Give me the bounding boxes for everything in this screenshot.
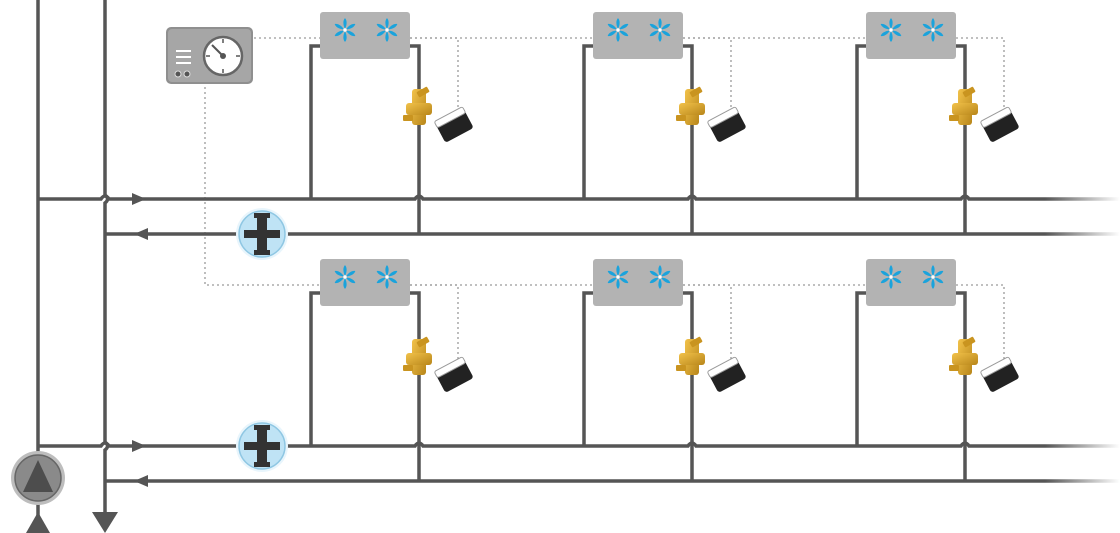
room-controller-icon (166, 27, 253, 84)
fan-coil-unit (320, 12, 410, 59)
floor-2-unit-1-supply-branch (309, 291, 320, 446)
floor-1-supply-header (38, 194, 1045, 201)
fan-coil-unit (593, 259, 683, 306)
signal-wiring-layer (204, 37, 1005, 363)
control-valve-icon (949, 86, 978, 125)
floor-1-return-header-continuation (1045, 232, 1120, 236)
control-valve-icon (403, 86, 432, 125)
flow-arrow-icon (134, 475, 148, 487)
floor-1-unit-3-actuator-signal (956, 37, 1005, 113)
device-layer (11, 12, 1019, 533)
floor-1-unit-1-return-branch (410, 44, 421, 234)
control-valve-icon (403, 336, 432, 375)
control-valve-icon (949, 336, 978, 375)
flow-arrow-icon (134, 228, 148, 240)
floor-1-unit-2-supply-branch (582, 44, 593, 199)
fan-coil-unit (593, 12, 683, 59)
floor-1-unit-3-supply-branch (855, 44, 866, 199)
flow-arrow-icon (92, 512, 118, 533)
flow-arrow-icon (26, 512, 50, 533)
flow-arrow-icon (132, 193, 146, 205)
pipe-network-layer (36, 0, 1120, 533)
valve-actuator-icon (980, 106, 1019, 142)
fan-coil-unit (320, 259, 410, 306)
floor-2-unit-2-return-branch (683, 291, 694, 481)
valve-actuator-icon (434, 356, 473, 392)
valve-actuator-icon (434, 106, 473, 142)
floor-1-supply-header-continuation (1045, 197, 1120, 201)
control-valve-icon (676, 336, 705, 375)
floor-2-unit-3-supply-branch (855, 291, 866, 446)
valve-actuator-icon (707, 106, 746, 142)
floor-2-supply-header-continuation (1045, 444, 1120, 448)
floor-2-return-header-continuation (1045, 479, 1120, 483)
floor-1-unit-2-return-branch (683, 44, 694, 234)
return-riser (103, 0, 110, 512)
floor-1-unit-1-supply-branch (309, 44, 320, 199)
floor-2-unit-2-supply-branch (582, 291, 593, 446)
control-valve-icon (676, 86, 705, 125)
fan-coil-unit (866, 12, 956, 59)
floor-2-unit-1-return-branch (410, 291, 421, 481)
floor-2-unit-3-return-branch (956, 291, 967, 481)
floor-1-unit-3-return-branch (956, 44, 967, 234)
fan-coil-unit (866, 259, 956, 306)
flow-arrow-icon (132, 440, 146, 452)
floor-2-unit-3-actuator-signal (956, 284, 1005, 363)
balancing-valve-icon (236, 208, 288, 260)
pump-icon (11, 451, 65, 505)
balancing-valve-icon (236, 420, 288, 472)
floor-2-supply-header (38, 441, 1045, 448)
valve-actuator-icon (707, 356, 746, 392)
valve-actuator-icon (980, 356, 1019, 392)
